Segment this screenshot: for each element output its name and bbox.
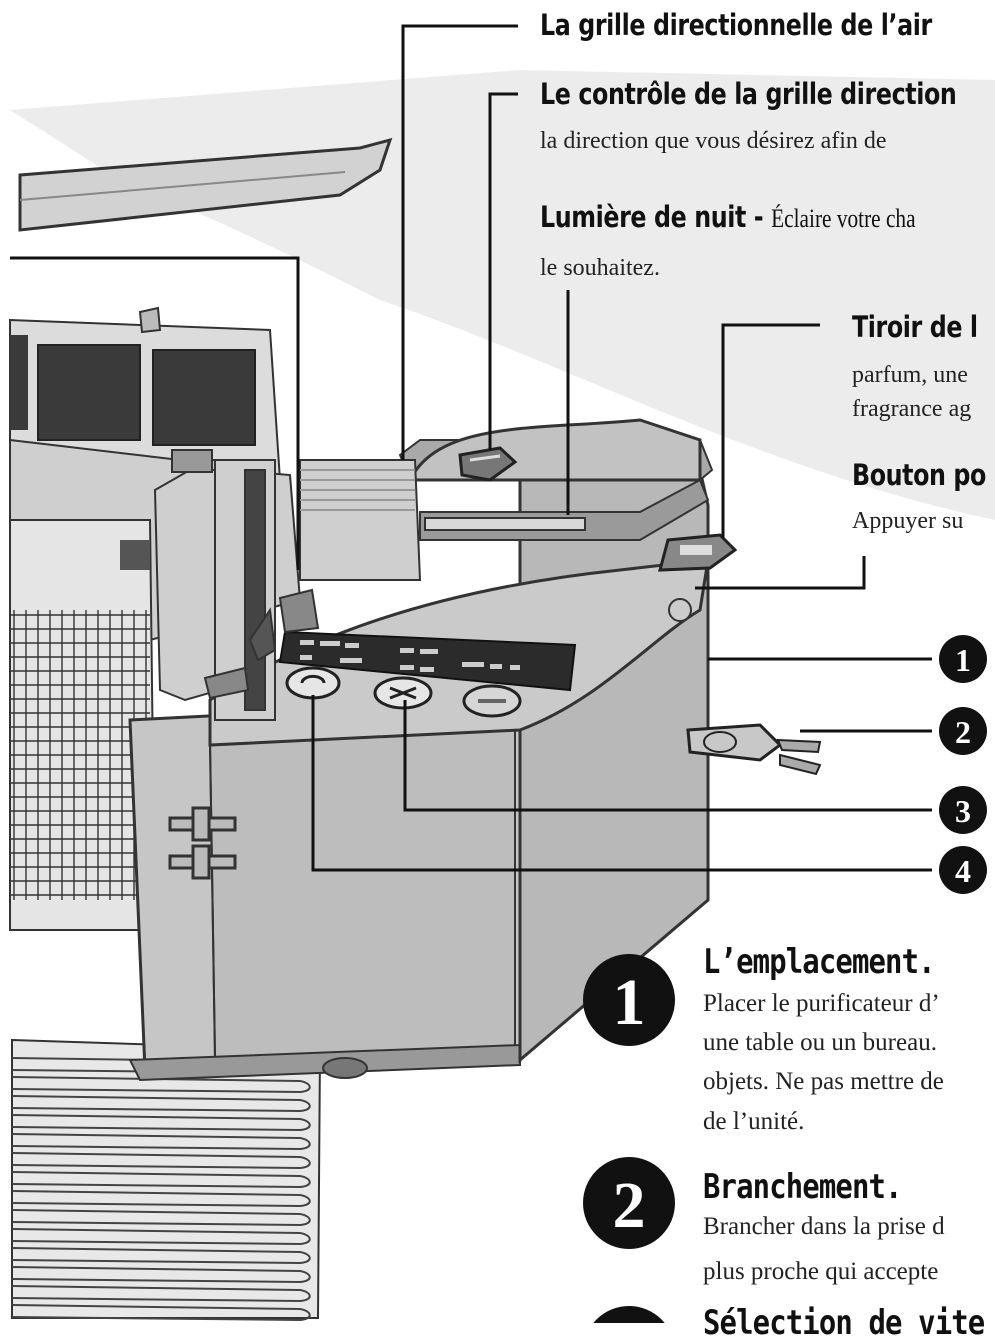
callout-3-number: 3 [955,793,971,829]
label-lumiere-de-nuit: Lumière de nuit - Éclaire votre cha [540,200,916,234]
bottom-grille [11,1038,322,1322]
step-1-line: de l’unité. [703,1108,805,1135]
step-1-line: objets. Ne pas mettre de [703,1068,944,1095]
label-controle-grille-desc: la direction que vous désirez afin de [540,128,887,154]
label-grille-directionnelle: La grille directionnelle de l’air [540,8,932,42]
callout-4-number: 4 [955,853,971,889]
step-3-badge [593,1306,665,1323]
side-clips [153,449,320,721]
lumiere-desc-1: Éclaire votre cha [771,204,916,233]
step-3-title: Sélection de vite [703,1303,985,1343]
label-bouton: Bouton po [852,458,986,492]
step-2-title: Branchement. [703,1167,902,1207]
label-tiroir-desc-2: fragrance ag [852,396,972,422]
label-tiroir: Tiroir de l [852,310,978,344]
lumiere-title: Lumière de nuit - [540,200,764,234]
power-plug [686,723,822,776]
callout-1-number: 1 [955,642,971,678]
callout-2: 2 [939,707,987,755]
step-2-number: 2 [613,1169,646,1242]
control-button-left [285,666,341,700]
leader-lines [10,24,932,872]
purifier-body [128,698,522,1082]
drawer-button [668,598,692,622]
step-1-title: L’emplacement. [703,942,936,982]
step-1-line: Placer le purificateur d’ [703,990,940,1017]
callout-2-number: 2 [955,714,971,750]
callout-4: 4 [939,846,987,894]
callout-3: 3 [939,786,987,834]
step-2-line: plus proche qui accepte [703,1258,939,1285]
fragrance-drawer-handle [658,533,738,622]
label-tiroir-desc-1: parfum, une [852,362,968,388]
step-1-number: 1 [613,966,646,1039]
step-2-line: Brancher dans la prise d [703,1213,945,1240]
control-panel [208,558,710,747]
label-controle-grille: Le contrôle de la grille direction [540,77,957,111]
label-bouton-desc: Appuyer su [852,508,964,534]
step-1-badge: 1 [583,954,675,1046]
label-lumiere-desc-2: le souhaitez. [540,255,660,281]
step-1-line: une table ou un bureau. [703,1029,937,1056]
callout-1: 1 [939,635,987,683]
step-2-badge: 2 [583,1157,675,1249]
filter-assembly [9,306,302,931]
